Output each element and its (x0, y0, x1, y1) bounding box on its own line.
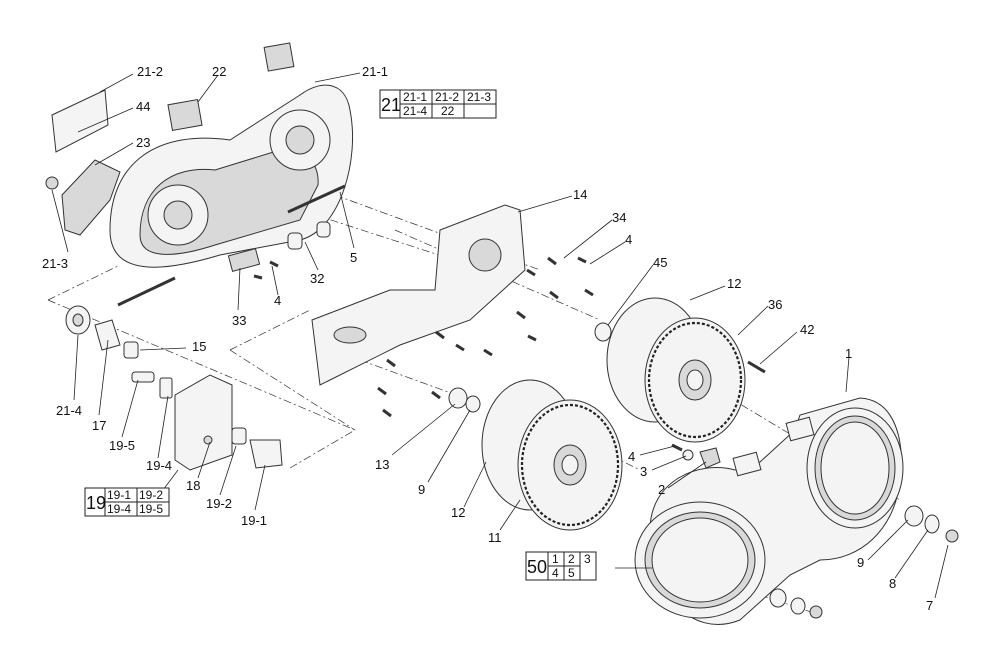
pin-part (316, 221, 331, 238)
callout-9-lower: 9 (418, 482, 425, 497)
callout-4-mid: 4 (625, 232, 632, 247)
callout-12-upper: 12 (727, 276, 741, 291)
callout-19-4: 19-4 (146, 458, 172, 473)
washer-part (769, 588, 787, 608)
callout-32: 32 (310, 271, 324, 286)
rod-part (117, 276, 176, 307)
callout-15: 15 (192, 339, 206, 354)
table-21-cell: 22 (441, 104, 455, 118)
callout-21-4: 21-4 (56, 403, 82, 418)
table-19-cell: 19-1 (107, 488, 131, 502)
callout-18: 18 (186, 478, 200, 493)
back-plate-part (311, 204, 526, 386)
parts-table-50: 50 1 2 3 4 5 (525, 551, 597, 581)
callout-11: 11 (488, 530, 502, 545)
callout-19-2: 19-2 (206, 496, 232, 511)
left-housing-part (109, 84, 354, 268)
callout-34: 34 (612, 210, 626, 225)
screw-set-part (377, 256, 594, 418)
table-21-cell: 21-3 (467, 90, 491, 104)
washer-part (465, 395, 481, 413)
cover-plate-part (51, 89, 109, 153)
table-21-cell: 21-2 (435, 90, 459, 104)
table-21-main: 21 (381, 95, 401, 115)
callout-33: 33 (232, 313, 246, 328)
washer-part (790, 597, 806, 615)
washer-9-part (904, 505, 924, 527)
callout-17: 17 (92, 418, 106, 433)
pin-part (287, 232, 303, 250)
upper-wheel-part (606, 297, 746, 443)
table-21-cell: 21-4 (403, 104, 427, 118)
callout-36: 36 (768, 297, 782, 312)
callout-14: 14 (573, 187, 587, 202)
table-50-cell: 4 (552, 566, 559, 580)
back-plate-hole (468, 238, 502, 272)
callout-4-left: 4 (274, 293, 281, 308)
table-19-cell: 19-4 (107, 502, 131, 516)
callout-19-1: 19-1 (241, 513, 267, 528)
callout-19-5: 19-5 (109, 438, 135, 453)
callout-45: 45 (653, 255, 667, 270)
brush-part (61, 159, 121, 236)
washer-part (594, 322, 612, 342)
rod-part (287, 184, 346, 214)
callout-4-right: 4 (628, 449, 635, 464)
knob-part (809, 605, 823, 619)
back-plate-slot (333, 326, 367, 344)
front-cover-part (634, 397, 904, 625)
callout-21-2: 21-2 (137, 64, 163, 79)
table-50-cell: 3 (584, 552, 591, 566)
washer-3-part (682, 449, 694, 461)
callout-labels: 21-2 22 21-1 44 23 21-3 5 32 33 4 14 34 … (42, 64, 933, 613)
tension-assembly-part (65, 305, 283, 471)
callout-44: 44 (136, 99, 150, 114)
callout-leaders (51, 72, 949, 599)
table-21-cell: 21-1 (403, 90, 427, 104)
table-19-cell: 19-5 (139, 502, 163, 516)
washer-8-part (924, 514, 940, 534)
callout-9-right: 9 (857, 555, 864, 570)
callout-21-1: 21-1 (362, 64, 388, 79)
callout-3: 3 (640, 464, 647, 479)
table-50-cell: 2 (568, 552, 575, 566)
callout-2: 2 (658, 482, 665, 497)
parts-table-21: 21 21-1 21-2 21-3 21-4 22 (379, 89, 497, 119)
bracket-part (227, 248, 261, 272)
knob-7-part (945, 529, 959, 543)
callout-13: 13 (375, 457, 389, 472)
screw-4-part (671, 443, 683, 452)
callout-12-lower: 12 (451, 505, 465, 520)
callout-23: 23 (136, 135, 150, 150)
lower-wheel-part (481, 379, 623, 531)
callout-21-3: 21-3 (42, 256, 68, 271)
table-50-cell: 5 (568, 566, 575, 580)
callout-5: 5 (350, 250, 357, 265)
callout-22: 22 (212, 64, 226, 79)
table-19-main: 19 (86, 493, 106, 513)
pin-42-part (747, 360, 766, 374)
clip-2-part (699, 447, 721, 469)
callout-1: 1 (845, 346, 852, 361)
block-part (263, 42, 295, 72)
washer-part (448, 387, 468, 409)
nut-part (45, 176, 59, 190)
table-50-cell: 1 (552, 552, 559, 566)
callout-8: 8 (889, 576, 896, 591)
table-19-cell: 19-2 (139, 488, 163, 502)
callout-42: 42 (800, 322, 814, 337)
table-50-main: 50 (527, 557, 547, 577)
screw-part (253, 260, 279, 280)
block-part (167, 99, 203, 131)
callout-7: 7 (926, 598, 933, 613)
parts-table-19: 19 19-1 19-2 19-4 19-5 (84, 487, 170, 517)
